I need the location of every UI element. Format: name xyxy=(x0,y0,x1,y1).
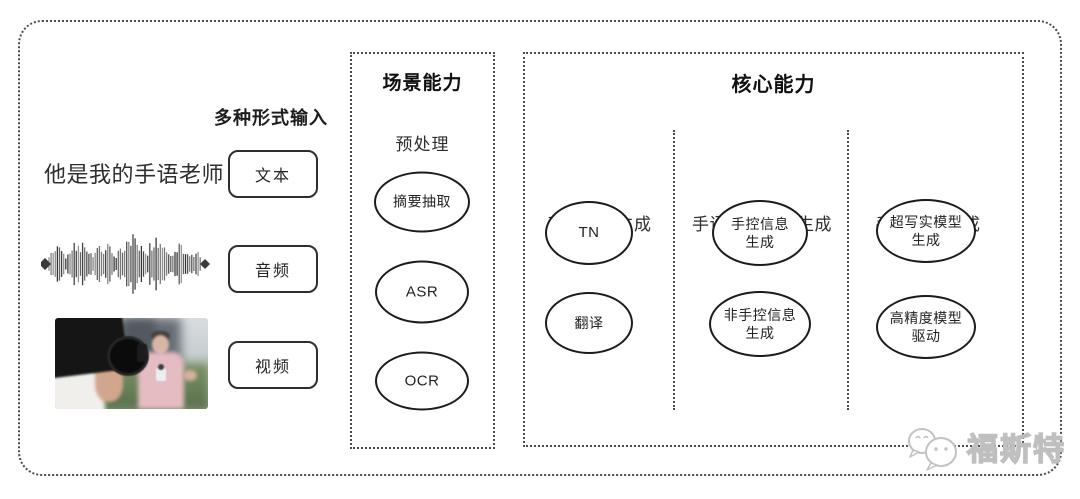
audio-input-label: 音频 xyxy=(254,263,291,280)
chat-bubbles-icon xyxy=(908,428,957,471)
scene-capability-panel: 场景能力 预处理 xyxy=(350,52,495,449)
node-translation: 翻译 xyxy=(545,292,633,354)
photo-microphone xyxy=(156,368,166,381)
photo-camera-lens xyxy=(107,336,149,376)
photo-camera-lens-front xyxy=(137,344,147,362)
photo-reporter-head xyxy=(152,335,169,354)
video-input-label: 视频 xyxy=(254,359,291,376)
node-non-manual-info-generation: 非手控信息 生成 xyxy=(709,291,811,357)
photo-reporter-hand xyxy=(183,370,197,381)
video-input-box: 视频 xyxy=(228,341,318,389)
audio-input-box: 音频 xyxy=(228,245,318,293)
core-capability-title: 核心能力 xyxy=(731,74,816,96)
outer-dashed-border xyxy=(18,20,1062,476)
audio-waveform-icon xyxy=(41,234,210,294)
column-divider-1 xyxy=(673,130,675,410)
node-ocr: OCR xyxy=(375,351,469,411)
watermark: 福斯特 xyxy=(903,424,1066,474)
sample-sentence-text: 他是我的手语老师 xyxy=(44,162,225,187)
watermark-text: 福斯特 xyxy=(966,431,1066,467)
node-manual-info-generation: 手控信息 生成 xyxy=(712,200,808,266)
node-high-precision-model-driving: 高精度模型 驱动 xyxy=(876,295,976,359)
node-tn: TN xyxy=(545,201,633,265)
node-asr: ASR xyxy=(375,260,469,324)
text-input-label: 文本 xyxy=(254,168,291,185)
video-frame-photo xyxy=(55,318,208,409)
input-forms-label: 多种形式输入 xyxy=(214,108,328,128)
column-divider-2 xyxy=(847,130,849,410)
preprocess-label: 预处理 xyxy=(395,135,450,154)
scene-capability-title: 场景能力 xyxy=(382,73,463,94)
node-summary-extraction: 摘要抽取 xyxy=(374,171,470,233)
node-hyperrealistic-model-generation: 超写实模型 生成 xyxy=(876,199,976,263)
text-input-box: 文本 xyxy=(228,150,318,198)
photo-microphone-head xyxy=(158,364,164,370)
